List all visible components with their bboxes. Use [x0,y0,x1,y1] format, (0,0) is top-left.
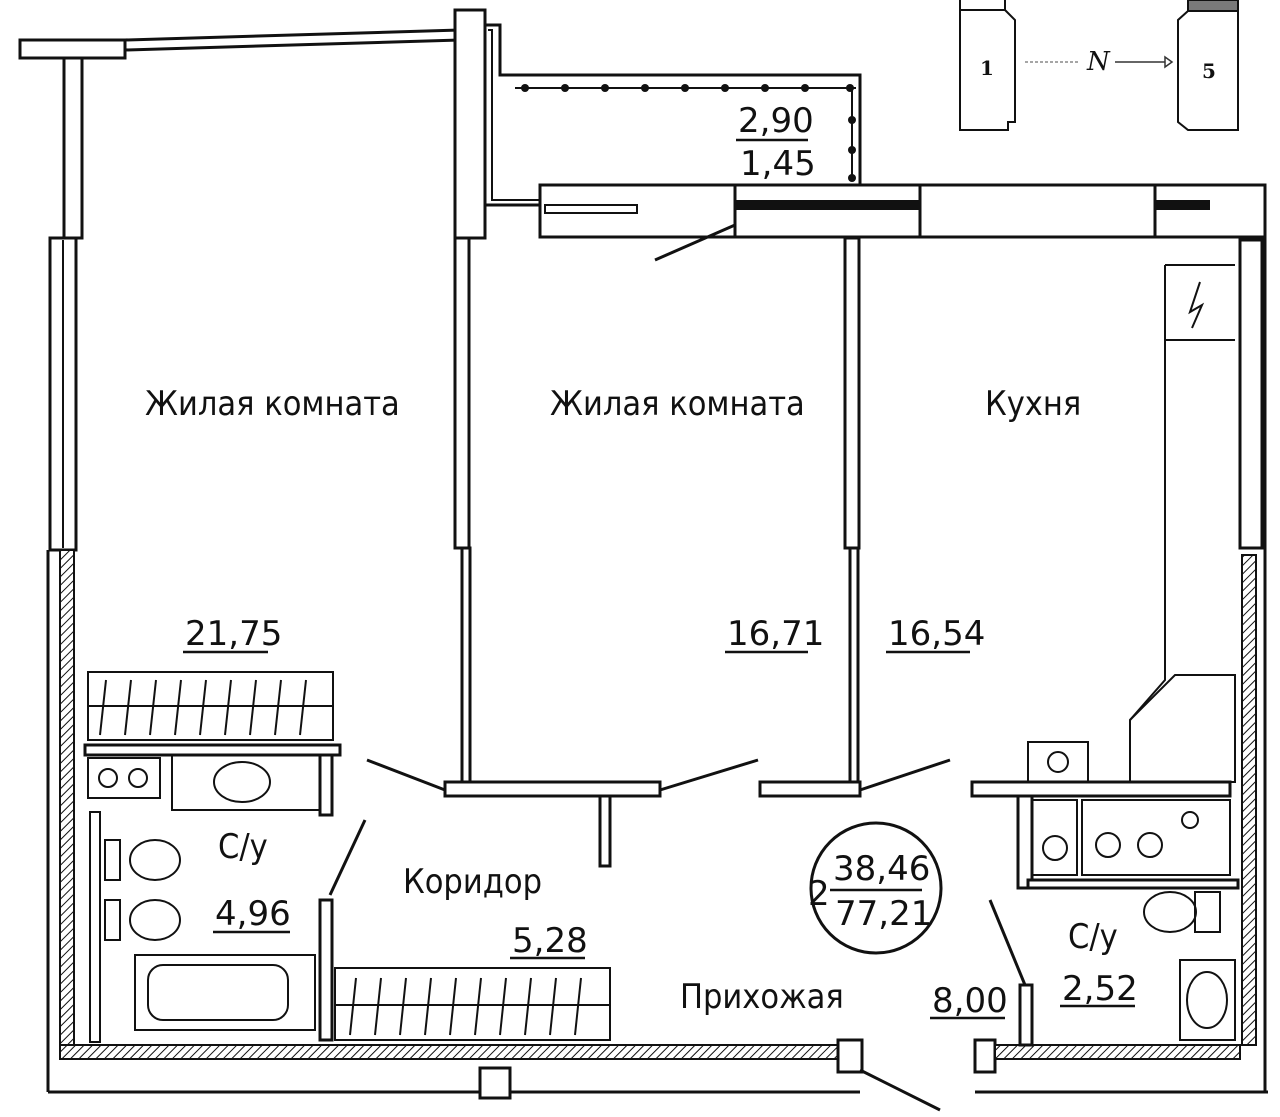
left-loggia [18,28,461,240]
room-area-living2: 16,71 [727,614,824,654]
outer-wall-top [453,8,1267,262]
room-area-corridor: 5,28 [512,921,588,961]
room-area-bath1: 4,96 [215,894,291,934]
room-name-hall: Прихожая [680,977,844,1017]
orientation-key: 1 N 5 [959,0,1239,131]
balcony-reduced-area: 1,45 [740,144,816,184]
compass-north-label: N [1086,47,1111,77]
room-name-kitchen: Кухня [985,384,1081,424]
balcony [485,23,862,201]
corner-sink-icon [1129,674,1236,783]
sink-icon [1186,971,1228,1029]
room-area-bath2: 2,52 [1062,969,1138,1009]
building-1-label: 1 [980,56,994,80]
bathroom-fixtures-right [1143,891,1236,1041]
room-area-living1: 21,75 [185,614,282,654]
room-name-bath1: С/у [218,827,268,867]
bathroom-fixtures-left [87,754,321,1031]
balcony-railing [515,84,856,182]
outer-wall-left [46,236,78,1092]
wardrobe-left [87,671,334,741]
room-name-bath2: С/у [1068,917,1118,957]
outer-wall-right [1238,190,1267,1092]
room-area-kitchen: 16,54 [888,614,985,654]
outer-wall-bottom [48,1038,1268,1112]
electric-icon [1188,281,1205,329]
living-area: 38,46 [833,849,930,889]
room-area-hall: 8,00 [932,981,1008,1021]
room-name-living1: Жилая комната [145,384,400,424]
compass-arrow-icon [1164,55,1174,69]
room-name-corridor: Коридор [403,862,542,902]
interior-walls [83,236,1240,1047]
building-5-label: 5 [1202,59,1216,83]
toilet-icon [1143,891,1197,933]
kitchen-fixtures [1027,264,1236,876]
wardrobe-corridor [334,967,611,1041]
room-name-living2: Жилая комната [550,384,805,424]
rooms-count: 2 [808,874,830,914]
toilet-icon [104,899,181,941]
bathtub-icon [134,954,316,1031]
balcony-area: 2,90 [738,101,814,141]
toilet-icon [104,839,181,881]
total-area: 77,21 [835,894,932,934]
apartment-summary: 2 38,46 77,21 [808,821,943,955]
